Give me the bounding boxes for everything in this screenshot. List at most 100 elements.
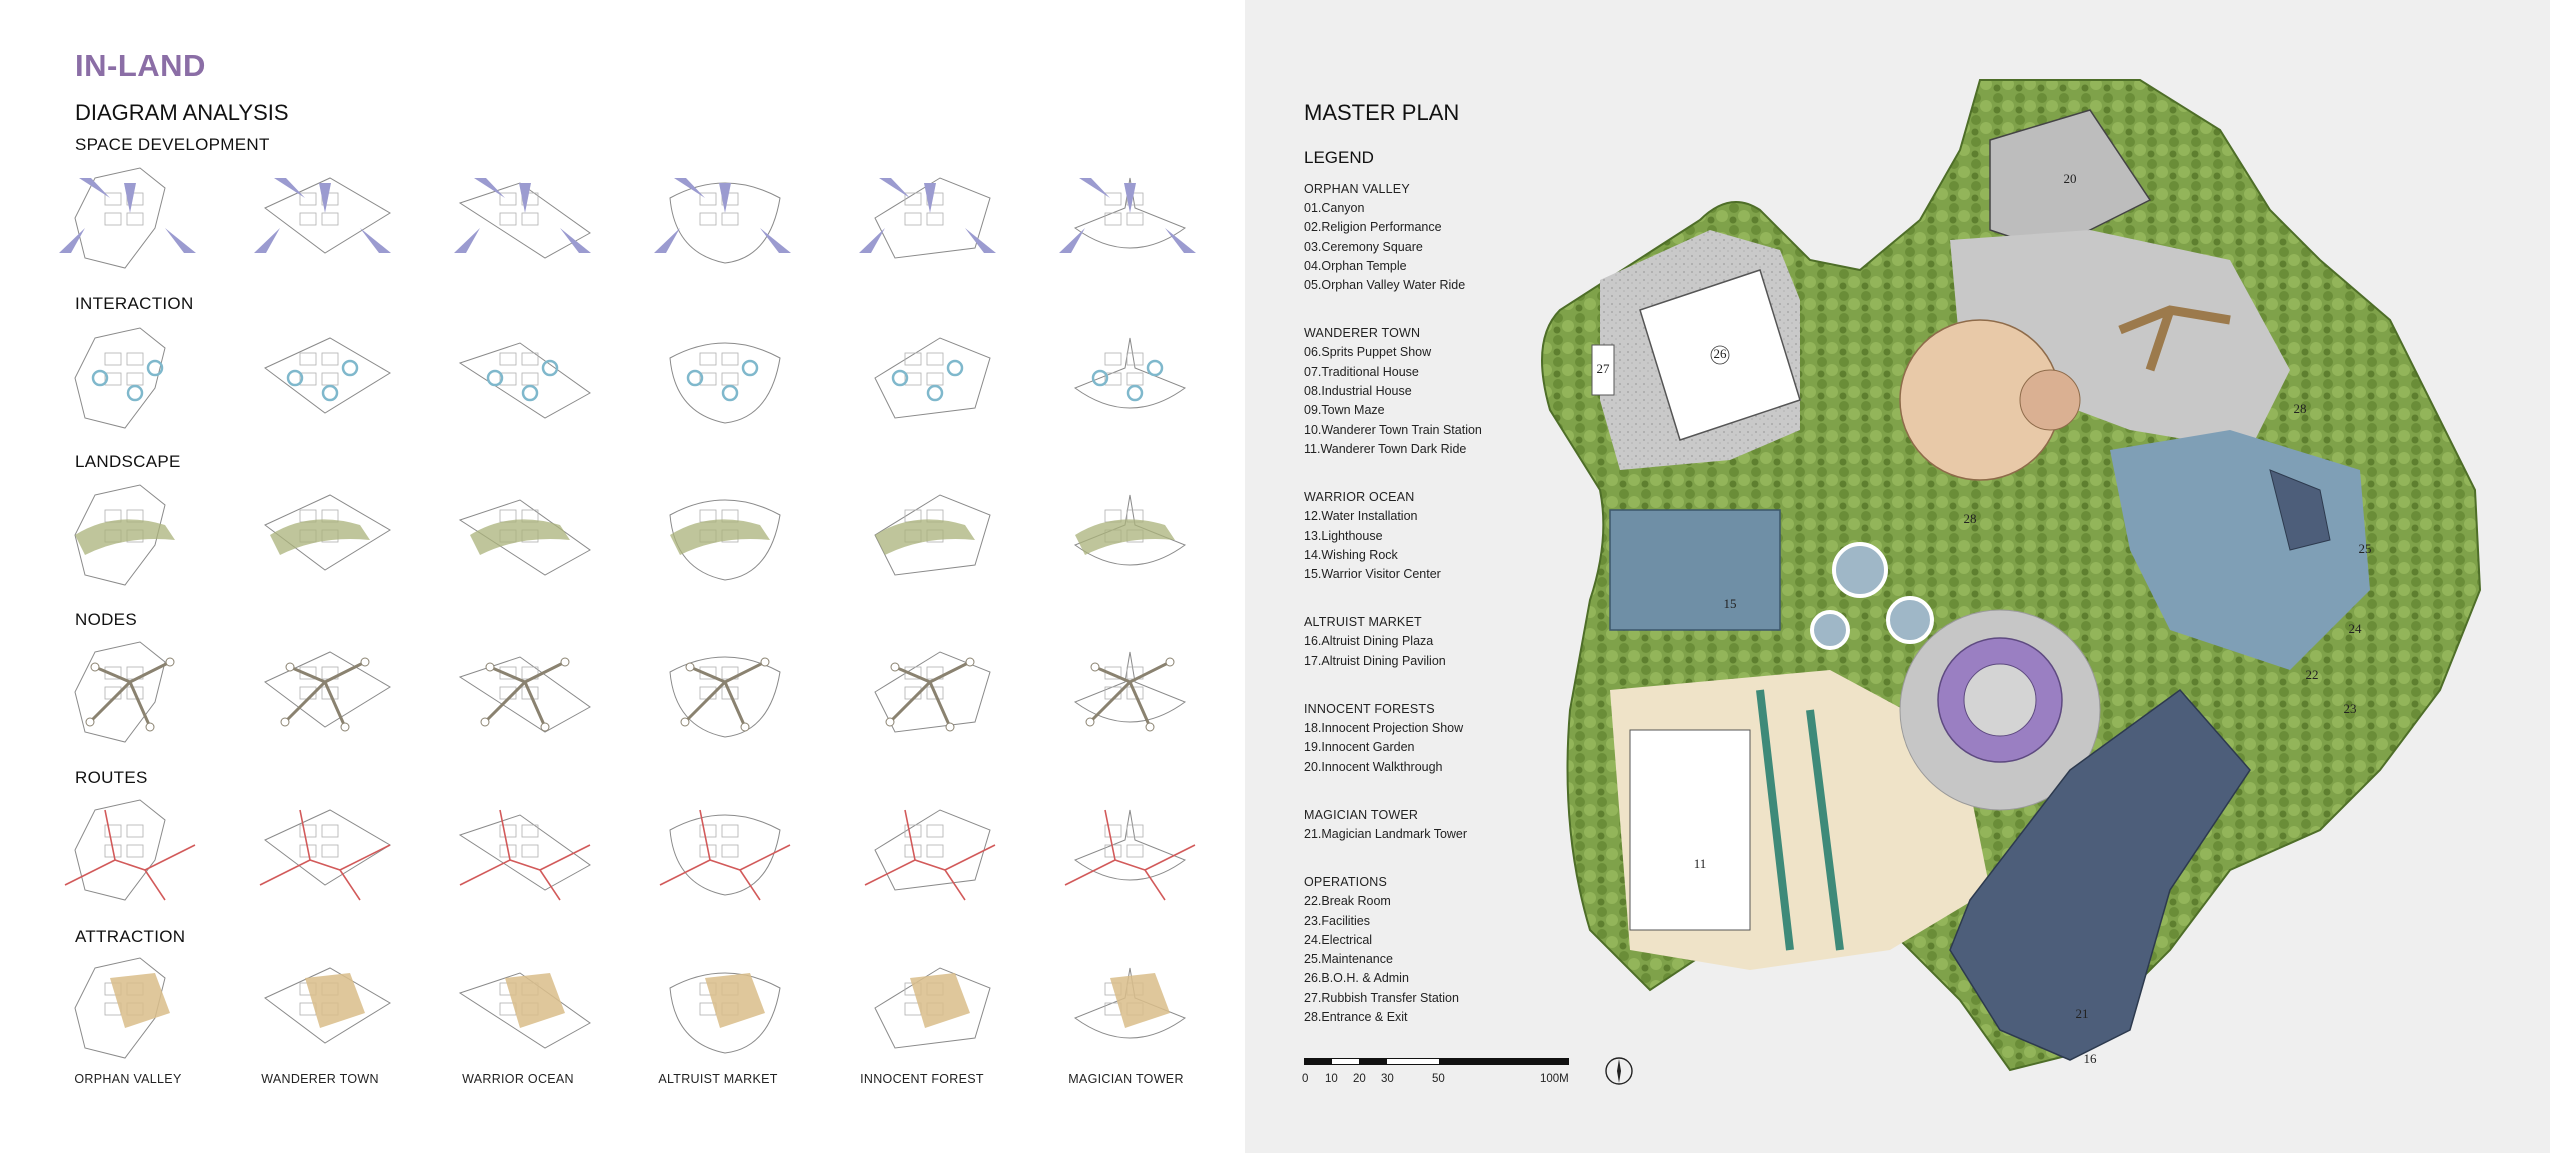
canyon-rocks: [1949, 688, 2251, 1061]
row-title-nodes: NODES: [75, 610, 137, 629]
legend-item: 13.Lighthouse: [1304, 528, 1383, 543]
diagram-thumbnail: [1055, 475, 1205, 595]
legend-item: 24.Electrical: [1304, 932, 1373, 947]
legend-group-title: ALTRUIST MARKET: [1304, 615, 1422, 630]
diagram-thumbnail: [855, 948, 1005, 1068]
column-label-warrior-ocean: WARRIOR OCEAN: [462, 1072, 574, 1086]
legend-item: 14.Wishing Rock: [1304, 547, 1398, 562]
north-arrow-icon: [1604, 1056, 1634, 1086]
legend-item: 12.Water Installation: [1304, 509, 1418, 524]
legend-item: 11.Wanderer Town Dark Ride: [1304, 441, 1467, 456]
diagram-thumbnail: [1055, 158, 1205, 278]
scale-segment: [1332, 1058, 1359, 1065]
legend-item: 18.Innocent Projection Show: [1304, 721, 1464, 736]
scale-tick: 100M: [1540, 1073, 1569, 1085]
plan-number-21: 21: [2076, 1006, 2089, 1021]
innocent-walkthrough-block: [1989, 109, 2152, 251]
plan-number-22: 22: [2306, 667, 2319, 682]
legend-item: 25.Maintenance: [1304, 952, 1393, 967]
water-installation: [1886, 596, 1934, 644]
diagram-thumbnail: [1055, 948, 1205, 1068]
diagram-thumbnail: [250, 475, 400, 595]
legend-item: 15.Warrior Visitor Center: [1304, 567, 1441, 582]
scale-segment: [1387, 1058, 1439, 1065]
diagram-thumbnail: [855, 318, 1005, 438]
legend-item: 04.Orphan Temple: [1304, 258, 1407, 273]
diagram-thumbnail: [650, 158, 800, 278]
legend-group-title: ORPHAN VALLEY: [1304, 182, 1410, 196]
legend-item: 09.Town Maze: [1304, 403, 1385, 418]
legend-item: 28.Entrance & Exit: [1304, 1010, 1408, 1025]
plan-number-28-south: 16: [2084, 1051, 2098, 1066]
diagram-panel: IN-LAND DIAGRAM ANALYSIS SPACE DEVELOPME…: [0, 0, 1245, 1153]
diagram-thumbnail: [450, 158, 600, 278]
diagram-thumbnail: [450, 790, 600, 910]
water-installation: [1832, 542, 1888, 598]
plan-number-28: 28: [2294, 401, 2307, 416]
legend-item: 23.Facilities: [1304, 913, 1370, 928]
scale-tick: 20: [1353, 1073, 1366, 1085]
legend-item: 16.Altruist Dining Plaza: [1304, 634, 1434, 649]
legend-item: 20.Innocent Walkthrough: [1304, 759, 1443, 774]
diagram-thumbnail: [650, 948, 800, 1068]
scale-tick: 10: [1325, 1073, 1338, 1085]
legend-item: 21.Magician Landmark Tower: [1304, 826, 1468, 841]
legend-item: 03.Ceremony Square: [1304, 239, 1423, 254]
water-installation: [1810, 610, 1850, 650]
scale-tick: 30: [1381, 1073, 1394, 1085]
legend-item: 19.Innocent Garden: [1304, 740, 1415, 755]
diagram-thumbnail: [250, 632, 400, 752]
diagram-thumbnail: [55, 475, 205, 595]
legend-group-magician-tower: MAGICIAN TOWER 21.Magician Landmark Towe…: [1304, 806, 1544, 844]
diagram-thumbnail: [450, 318, 600, 438]
diagram-thumbnail: [855, 475, 1005, 595]
row-title-landscape: LANDSCAPE: [75, 452, 181, 471]
legend-item: 08.Industrial House: [1304, 384, 1412, 399]
diagram-thumbnail: [55, 790, 205, 910]
diagram-thumbnail: [450, 632, 600, 752]
legend-item: 07.Traditional House: [1304, 364, 1419, 379]
diagram-thumbnail: [650, 632, 800, 752]
scale-segment: [1304, 1058, 1332, 1065]
dark-ride-building: [1629, 729, 1751, 931]
legend-item: 10.Wanderer Town Train Station: [1304, 422, 1482, 437]
diagram-thumbnail: [250, 790, 400, 910]
legend-title: LEGEND: [1304, 148, 1374, 167]
diagram-thumbnail: [250, 948, 400, 1068]
legend-group-operations: OPERATIONS 22.Break Room 23.Facilities 2…: [1304, 873, 1544, 1027]
legend-group-title: MAGICIAN TOWER: [1304, 807, 1419, 822]
brand-title: IN-LAND: [75, 48, 206, 83]
diagram-thumbnail: [250, 318, 400, 438]
legend-group-orphan-valley: ORPHAN VALLEY 01.Canyon 02.Religion Perf…: [1304, 180, 1544, 295]
scale-bar: 0 10 20 30 50 100M: [1302, 1058, 1574, 1092]
diagram-thumbnail: [55, 948, 205, 1068]
diagram-thumbnail: [650, 318, 800, 438]
row-title-space-development: SPACE DEVELOPMENT: [75, 135, 270, 154]
plan-number-11: 11: [1694, 856, 1707, 871]
row-title-routes: ROUTES: [75, 768, 148, 787]
train-track: [1756, 689, 1844, 951]
forest-path: [2118, 305, 2231, 372]
diagram-thumbnail: [855, 790, 1005, 910]
legend-item: 26.B.O.H. & Admin: [1304, 971, 1409, 986]
column-label-magician-tower: MAGICIAN TOWER: [1068, 1072, 1184, 1086]
scale-tick: 0: [1302, 1073, 1309, 1085]
forest-plaza: [1950, 230, 2290, 450]
legend-group-title: OPERATIONS: [1304, 875, 1388, 890]
scale-segment: [1439, 1058, 1569, 1065]
diagram-thumbnail: [1055, 318, 1205, 438]
plan-number-15: 15: [1724, 596, 1737, 611]
rubbish-station-building: [1591, 344, 1615, 396]
diagram-thumbnail: [855, 158, 1005, 278]
row-title-interaction: INTERACTION: [75, 294, 194, 313]
diagram-analysis-title: DIAGRAM ANALYSIS: [75, 100, 289, 125]
legend-group-title: WARRIOR OCEAN: [1304, 490, 1415, 505]
column-label-innocent-forest: INNOCENT FOREST: [860, 1072, 984, 1086]
legend-item: 17.Altruist Dining Pavilion: [1304, 653, 1446, 668]
plan-number-20: 20: [2064, 171, 2077, 186]
maintenance-building: [2269, 469, 2331, 551]
diagram-thumbnail: [450, 475, 600, 595]
row-title-attraction: ATTRACTION: [75, 927, 186, 946]
legend-group-title: WANDERER TOWN: [1304, 326, 1421, 341]
legend-item: 02.Religion Performance: [1304, 220, 1442, 235]
